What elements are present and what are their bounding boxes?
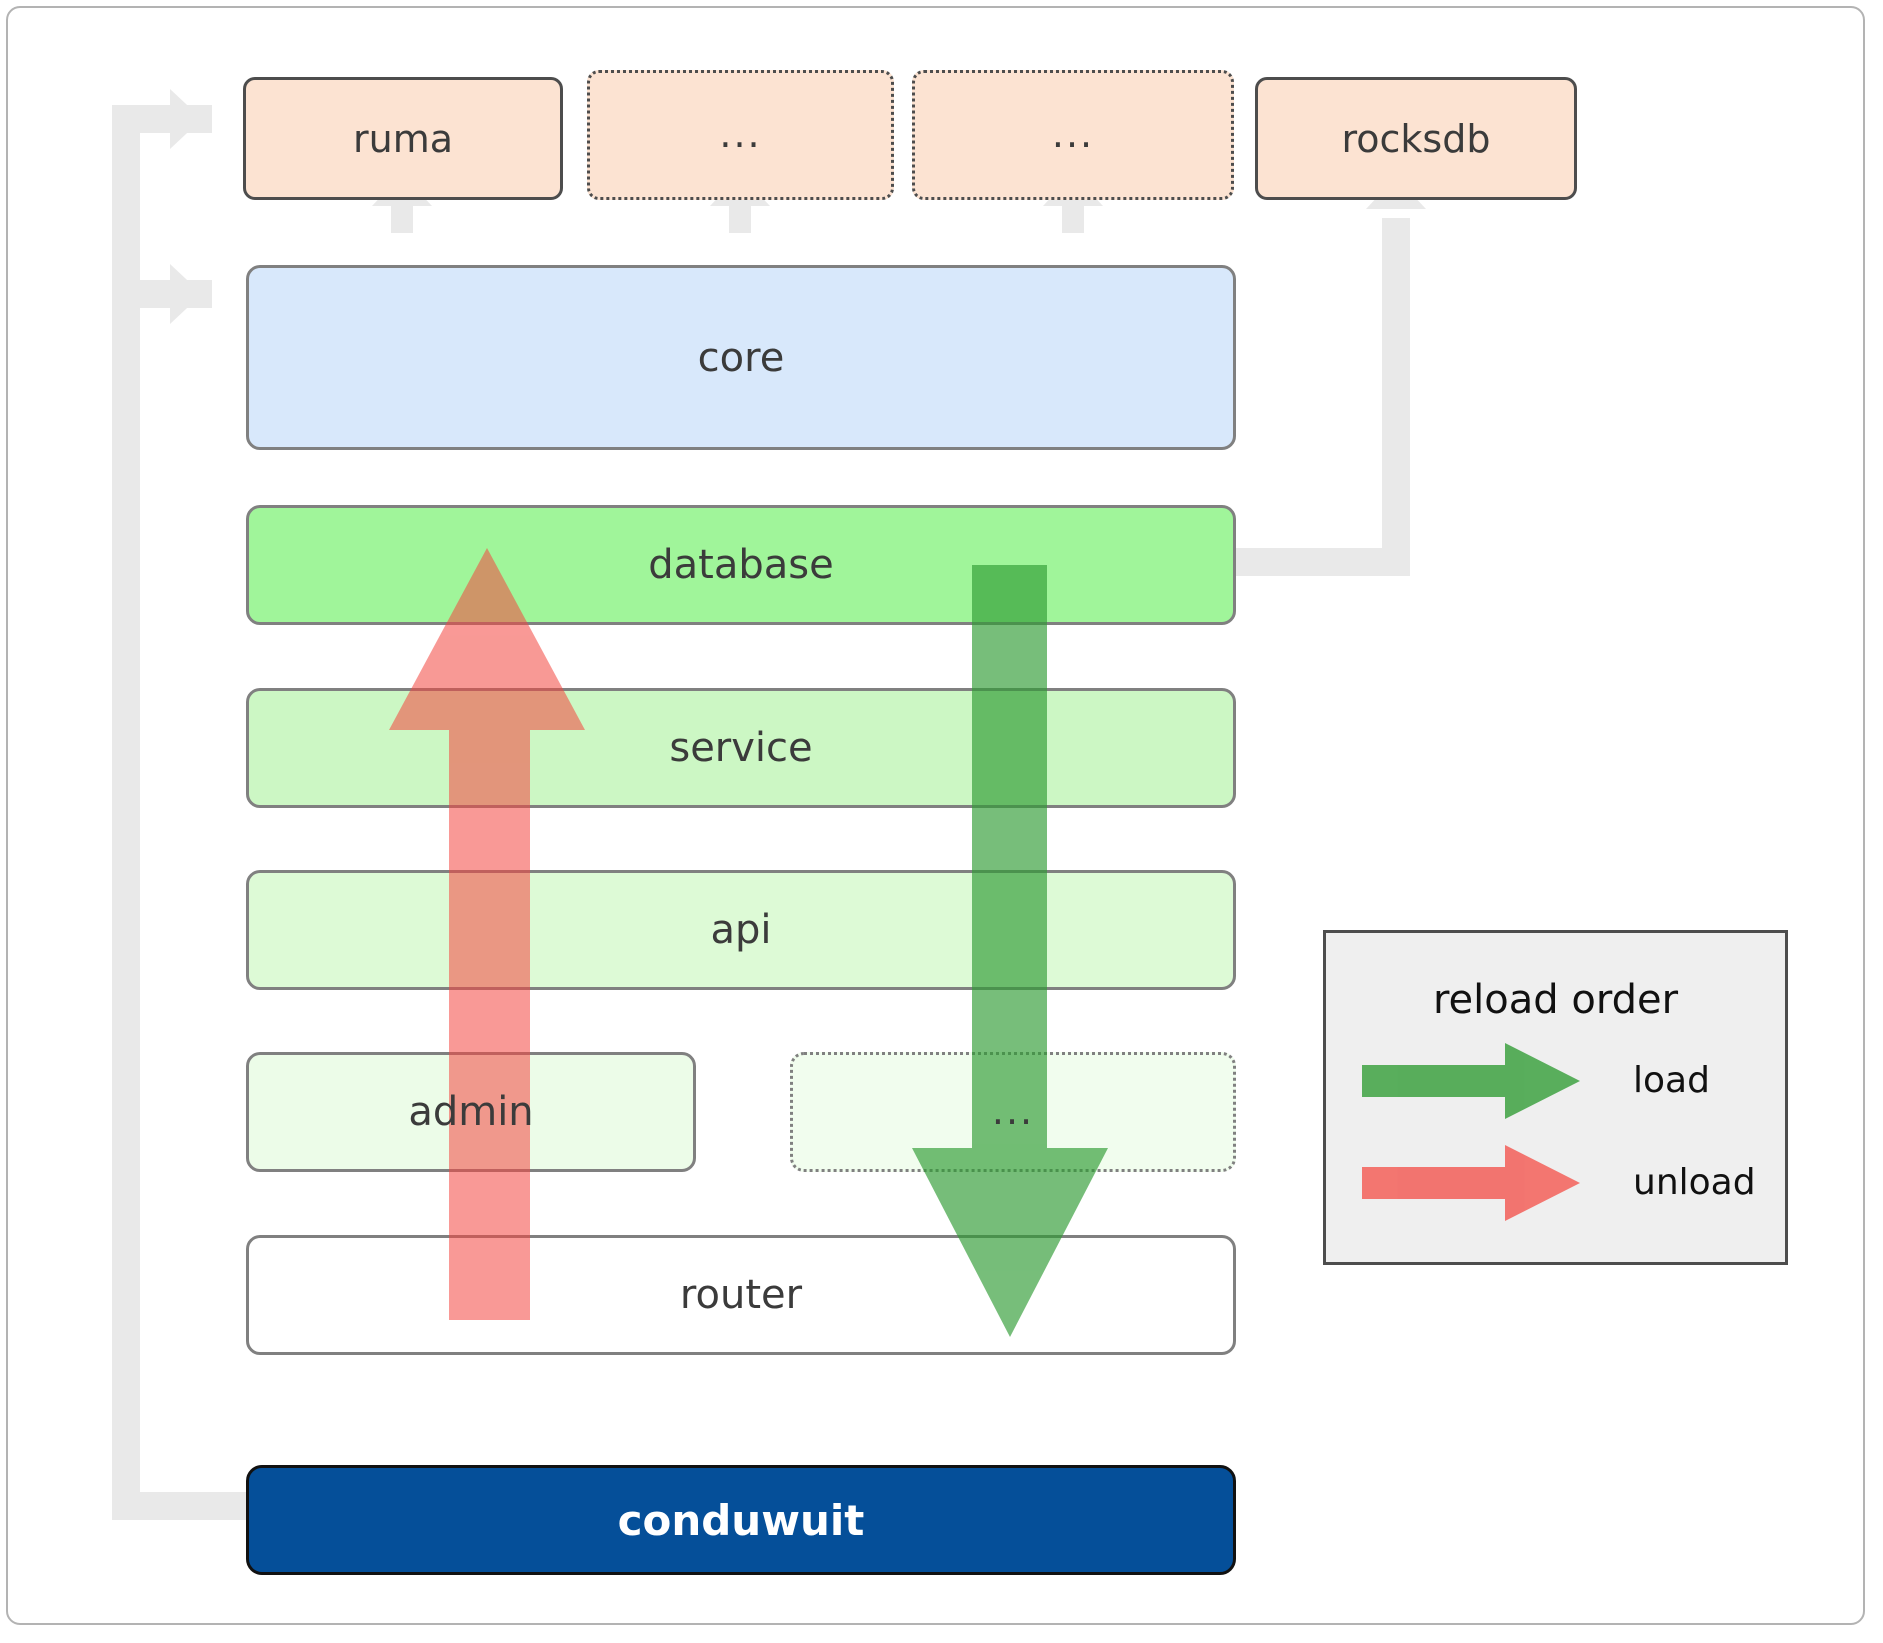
legend-label-unload: unload xyxy=(1633,1162,1756,1203)
dependency-box-ellipsis-1[interactable]: ... xyxy=(587,70,894,200)
grey-core-to-dots2-shaft xyxy=(1062,205,1084,233)
layer-label-admin: admin xyxy=(408,1089,534,1135)
dependency-label-ruma: ruma xyxy=(352,116,453,161)
grey-trunk-to-conduwuit xyxy=(112,1492,252,1520)
grey-branch-core-head xyxy=(170,264,202,324)
layer-label-database: database xyxy=(648,542,834,588)
layer-label-conduwuit: conduwuit xyxy=(617,1495,865,1545)
layer-label-core: core xyxy=(697,334,785,381)
layer-box-core[interactable]: core xyxy=(246,265,1236,450)
dependency-label-ellipsis-2: ... xyxy=(1051,112,1095,157)
layer-box-conduwuit[interactable]: conduwuit xyxy=(246,1465,1236,1575)
layer-box-database[interactable]: database xyxy=(246,505,1236,625)
grey-trunk-vertical xyxy=(112,128,140,1520)
grey-database-to-rocksdb-vertical xyxy=(1382,218,1410,558)
layer-box-router[interactable]: router xyxy=(246,1235,1236,1355)
dependency-label-ellipsis-1: ... xyxy=(719,112,762,157)
layer-label-ellipsis: ... xyxy=(991,1089,1035,1134)
legend-label-load: load xyxy=(1633,1060,1710,1101)
layer-box-admin[interactable]: admin xyxy=(246,1052,696,1172)
legend-panel: reload order xyxy=(1323,930,1788,1265)
dependency-box-ruma[interactable]: ruma xyxy=(243,77,563,200)
layer-label-service: service xyxy=(669,725,813,771)
diagram-frame xyxy=(6,6,1865,1625)
layer-box-service[interactable]: service xyxy=(246,688,1236,808)
dependency-label-rocksdb: rocksdb xyxy=(1341,116,1491,161)
grey-core-to-ruma-shaft xyxy=(391,205,413,233)
layer-label-api: api xyxy=(710,907,772,953)
dependency-box-ellipsis-2[interactable]: ... xyxy=(912,70,1234,200)
grey-core-to-dots1-shaft xyxy=(729,205,751,233)
layer-box-ellipsis[interactable]: ... xyxy=(790,1052,1236,1172)
layer-box-api[interactable]: api xyxy=(246,870,1236,990)
legend-title: reload order xyxy=(1432,977,1679,1023)
grey-branch-ruma-head xyxy=(170,89,202,149)
dependency-box-rocksdb[interactable]: rocksdb xyxy=(1255,77,1577,200)
layer-label-router: router xyxy=(679,1272,803,1318)
